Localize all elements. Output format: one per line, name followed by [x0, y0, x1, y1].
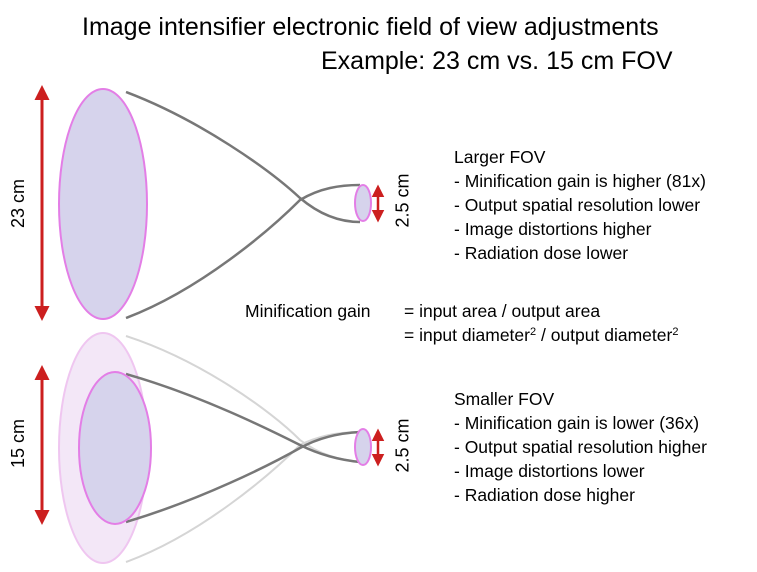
top-output-phosphor-disc: [354, 184, 372, 222]
formula-line-2: = input diameter2 / output diameter2: [404, 323, 678, 347]
larger-fov-heading: Larger FOV: [454, 147, 546, 167]
larger-fov-notes: Larger FOV - Minification gain is higher…: [454, 145, 706, 265]
bottom-upper-beam-line: [125, 372, 361, 464]
bottom-output-diameter-label: 2.5 cm: [392, 418, 413, 473]
smaller-fov-item: - Image distortions lower: [454, 461, 645, 481]
top-lower-beam-line: [125, 183, 361, 320]
larger-fov-item: - Output spatial resolution lower: [454, 195, 701, 215]
top-output-diameter-label: 2.5 cm: [392, 173, 413, 228]
top-upper-beam-line: [125, 90, 361, 224]
bottom-input-phosphor-disc: [78, 371, 152, 525]
larger-fov-item: - Image distortions higher: [454, 219, 652, 239]
bottom-output-phosphor-disc: [354, 428, 372, 466]
top-input-phosphor-disc: [58, 88, 148, 320]
formula-exponent-2: 2: [672, 326, 679, 338]
top-input-diameter-label: 23 cm: [8, 178, 29, 229]
bottom-lower-beam-line: [125, 430, 361, 524]
smaller-fov-item: - Output spatial resolution higher: [454, 437, 707, 457]
title-line-1: Image intensifier electronic field of vi…: [82, 13, 659, 41]
bottom-ghost-upper-line: [125, 335, 361, 463]
formula-line-2-output: / output diameter: [536, 325, 673, 345]
smaller-fov-item: - Minification gain is lower (36x): [454, 413, 700, 433]
smaller-fov-heading: Smaller FOV: [454, 389, 555, 409]
larger-fov-item: - Radiation dose lower: [454, 243, 629, 263]
smaller-fov-item: - Radiation dose higher: [454, 485, 635, 505]
bottom-ghost-lower-line: [125, 431, 361, 563]
bottom-input-diameter-label: 15 cm: [8, 418, 29, 469]
title-line-2: Example: 23 cm vs. 15 cm FOV: [321, 47, 673, 75]
formula-exponent-1: 2: [529, 326, 537, 338]
smaller-fov-notes: Smaller FOV - Minification gain is lower…: [454, 387, 707, 507]
larger-fov-item: - Minification gain is higher (81x): [454, 171, 706, 191]
formula-line-1: = input area / output area: [404, 301, 601, 321]
formula-line-2-input: = input diameter: [404, 325, 530, 345]
formula-label: Minification gain: [245, 301, 371, 321]
